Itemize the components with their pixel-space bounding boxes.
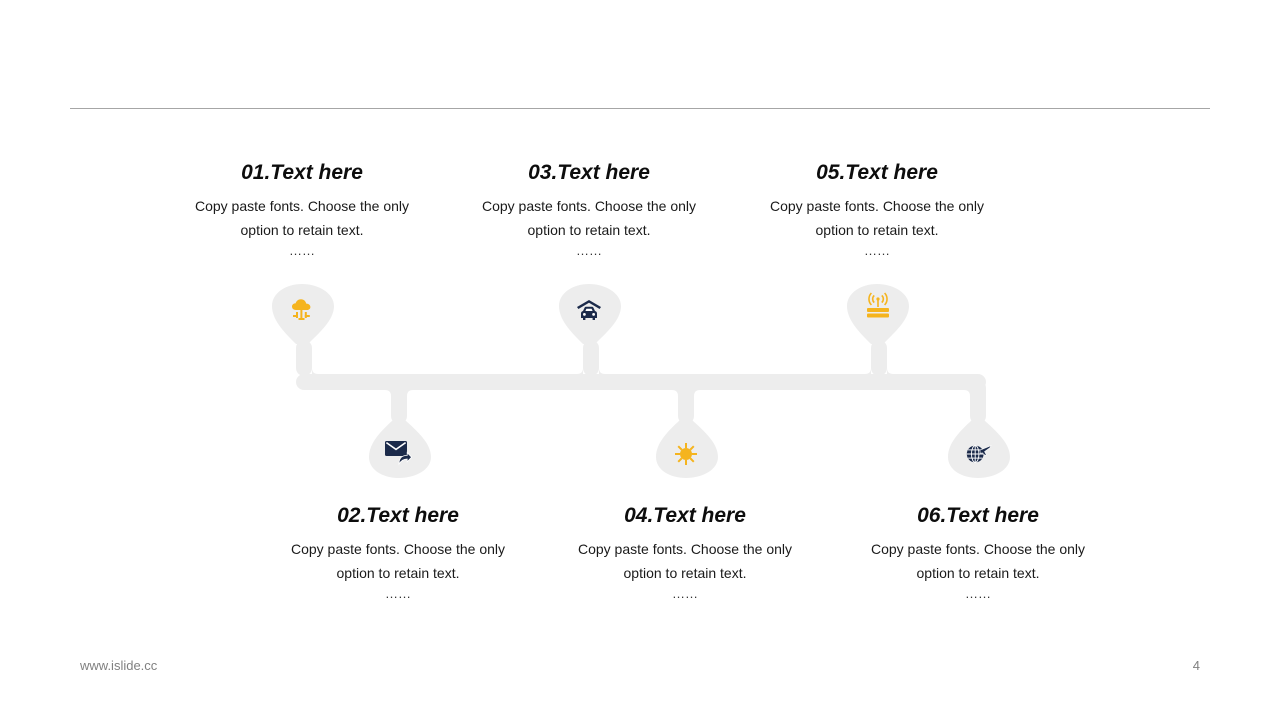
timeline-line — [296, 374, 986, 390]
item-body-line: Copy paste fonts. Choose the only — [577, 541, 793, 557]
sun-gear-icon — [672, 440, 700, 468]
timeline-stem-05 — [871, 340, 887, 376]
timeline-item-02: 02.Text here Copy paste fonts. Choose th… — [268, 503, 528, 601]
item-ellipsis: …… — [965, 586, 991, 601]
cloud-network-icon — [288, 296, 316, 324]
item-ellipsis: …… — [672, 586, 698, 601]
mail-forward-icon — [384, 438, 412, 466]
item-body: Copy paste fonts. Choose the only option… — [459, 194, 719, 242]
item-title: 01.Text here — [241, 161, 363, 184]
car-garage-icon — [575, 297, 603, 325]
item-title: 05.Text here — [816, 161, 938, 184]
item-body-line: option to retain text. — [916, 565, 1040, 581]
timeline-item-05: 05.Text here Copy paste fonts. Choose th… — [747, 160, 1007, 258]
timeline-stem-04 — [678, 380, 694, 424]
item-body-line: option to retain text. — [527, 222, 651, 238]
timeline-stem-06 — [970, 380, 986, 424]
item-ellipsis: …… — [864, 243, 890, 258]
item-body: Copy paste fonts. Choose the only option… — [172, 194, 432, 242]
timeline-bulb-01 — [272, 284, 334, 344]
wifi-router-icon — [864, 292, 892, 320]
item-title: 06.Text here — [917, 504, 1039, 527]
timeline-stem-03 — [583, 340, 599, 376]
item-ellipsis: …… — [289, 243, 315, 258]
item-body-line: Copy paste fonts. Choose the only — [290, 541, 506, 557]
item-body: Copy paste fonts. Choose the only option… — [848, 537, 1108, 585]
globe-plane-icon — [964, 440, 992, 468]
timeline-item-03: 03.Text here Copy paste fonts. Choose th… — [459, 160, 719, 258]
timeline-stem-02 — [391, 380, 407, 424]
item-title: 03.Text here — [528, 161, 650, 184]
timeline-item-04: 04.Text here Copy paste fonts. Choose th… — [555, 503, 815, 601]
item-title: 04.Text here — [624, 504, 746, 527]
item-body-line: option to retain text. — [623, 565, 747, 581]
item-ellipsis: …… — [385, 586, 411, 601]
item-body: Copy paste fonts. Choose the only option… — [747, 194, 1007, 242]
item-ellipsis: …… — [576, 243, 602, 258]
item-body-line: option to retain text. — [336, 565, 460, 581]
footer-url-link[interactable]: www.islide.cc — [80, 658, 158, 673]
item-body-line: Copy paste fonts. Choose the only — [194, 198, 410, 214]
item-body-line: Copy paste fonts. Choose the only — [769, 198, 985, 214]
page-number: 4 — [1192, 658, 1200, 673]
timeline-item-06: 06.Text here Copy paste fonts. Choose th… — [848, 503, 1108, 601]
timeline-stem-01 — [296, 340, 312, 376]
item-body-line: Copy paste fonts. Choose the only — [481, 198, 697, 214]
top-divider — [70, 108, 1210, 109]
item-body-line: option to retain text. — [815, 222, 939, 238]
item-body: Copy paste fonts. Choose the only option… — [555, 537, 815, 585]
item-body-line: Copy paste fonts. Choose the only — [870, 541, 1086, 557]
timeline-item-01: 01.Text here Copy paste fonts. Choose th… — [172, 160, 432, 258]
item-title: 02.Text here — [337, 504, 459, 527]
item-body: Copy paste fonts. Choose the only option… — [268, 537, 528, 585]
item-body-line: option to retain text. — [240, 222, 364, 238]
